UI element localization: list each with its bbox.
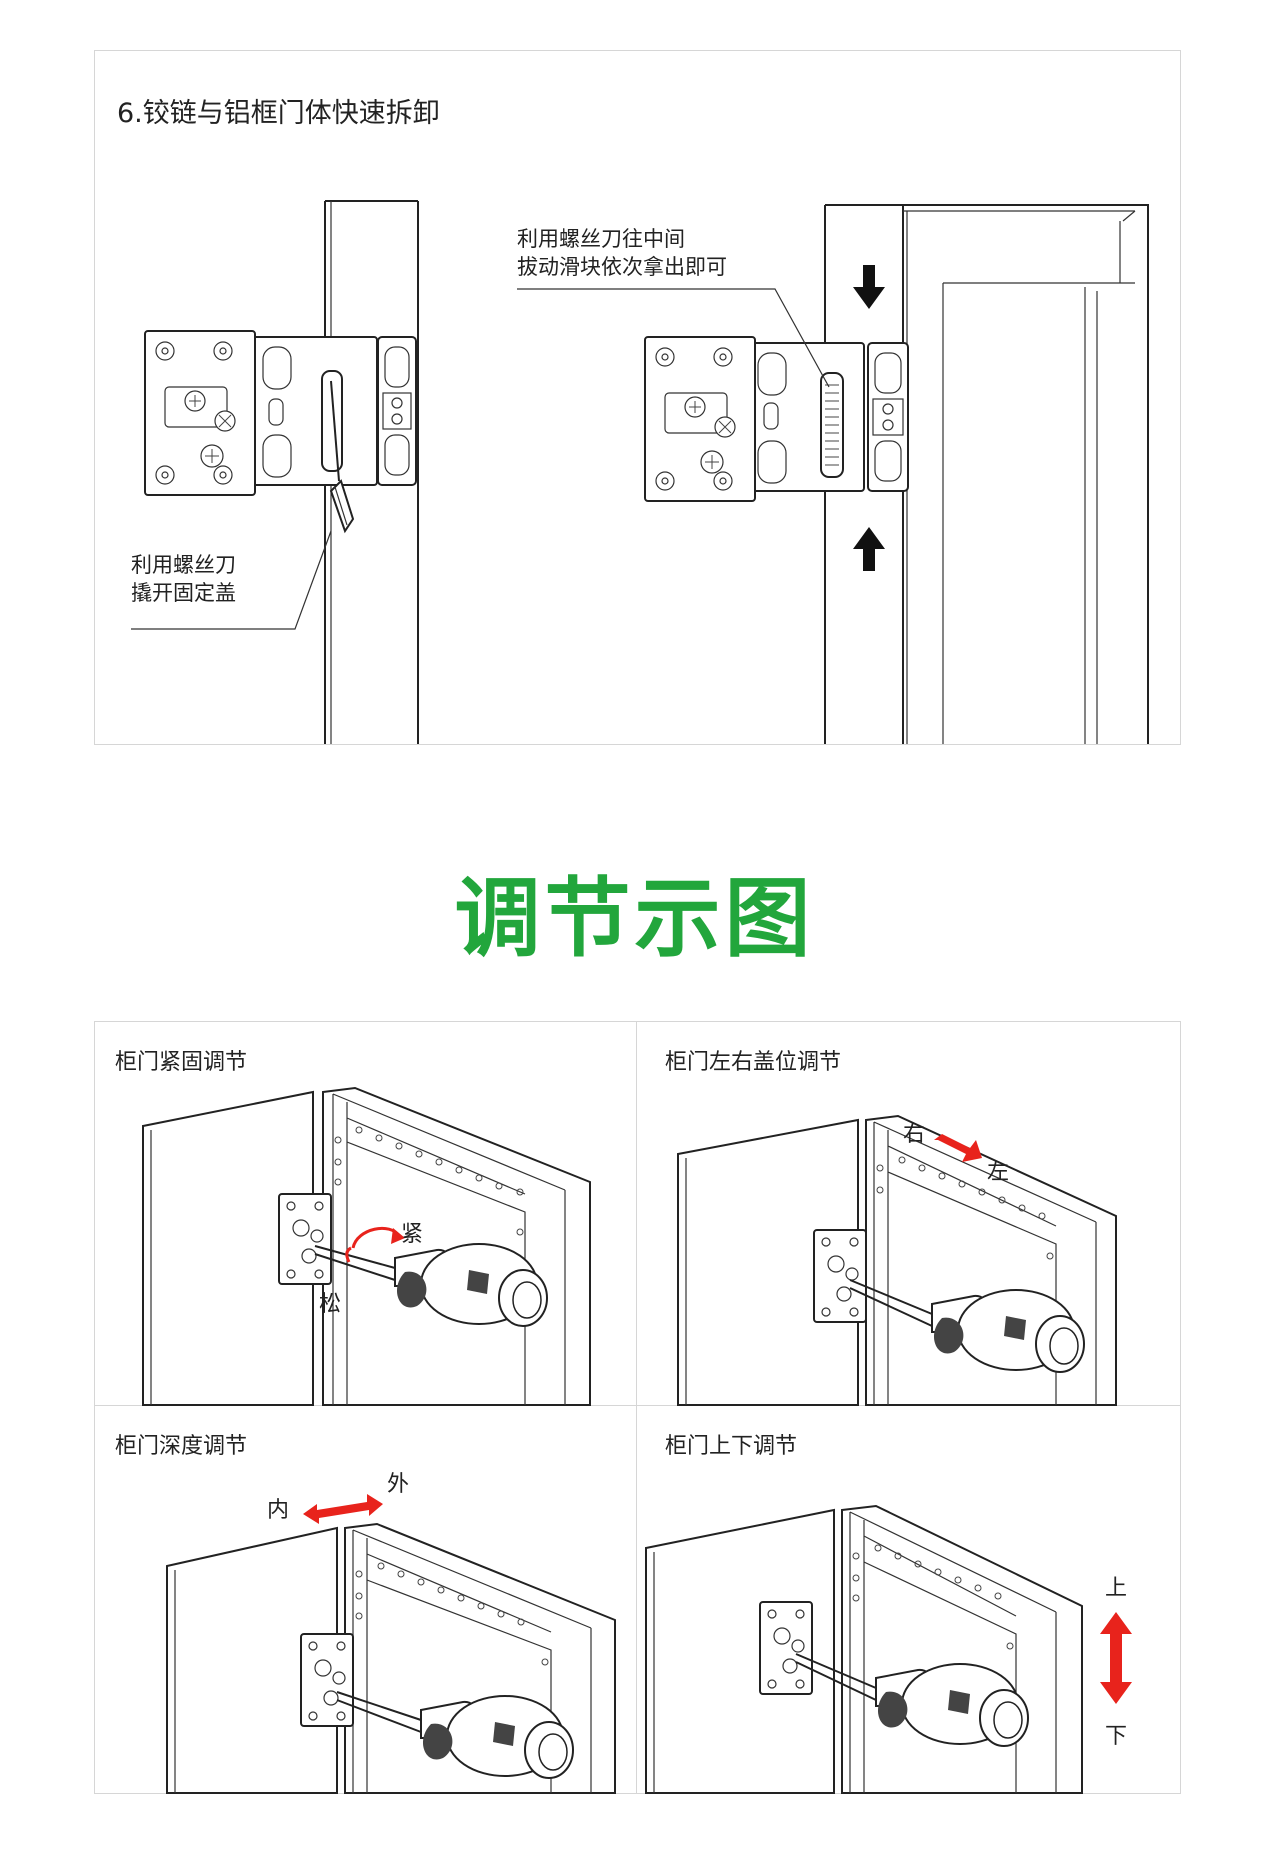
step-title: 6.铰链与铝框门体快速拆卸 <box>117 98 440 129</box>
label-up: 上 <box>1105 1576 1128 1601</box>
label-right: 右 <box>903 1122 926 1147</box>
label-inner: 内 <box>267 1498 290 1523</box>
quad-3-title: 柜门深度调节 <box>115 1434 248 1459</box>
left-callout-line-2: 撬开固定盖 <box>131 581 236 605</box>
left-callout-line-1: 利用螺丝刀 <box>131 553 236 577</box>
overlay-diagram <box>677 1114 1117 1406</box>
quad-1-title: 柜门紧固调节 <box>115 1050 248 1075</box>
height-diagram <box>645 1504 1132 1794</box>
label-down: 下 <box>1105 1724 1128 1749</box>
label-outer: 外 <box>387 1472 410 1497</box>
disassembly-panel: 6.铰链与铝框门体快速拆卸 <box>94 50 1181 745</box>
label-left: 左 <box>987 1160 1010 1185</box>
quad-2-title: 柜门左右盖位调节 <box>665 1050 842 1075</box>
section-title: 调节示图 <box>454 869 815 969</box>
right-callout-line-1: 利用螺丝刀往中间 <box>517 227 685 251</box>
adjustment-grid: 柜门紧固调节 紧 松 柜门左右盖位调节 <box>94 1021 1181 1794</box>
label-tight: 紧 <box>401 1222 424 1247</box>
depth-diagram <box>166 1494 616 1794</box>
hinge-cover-diagram <box>131 200 419 744</box>
slider-removal-diagram <box>517 204 1149 744</box>
right-callout-line-2: 拔动滑块依次拿出即可 <box>517 255 727 279</box>
quad-4-title: 柜门上下调节 <box>665 1434 798 1459</box>
label-loose: 松 <box>319 1292 342 1317</box>
tightness-diagram <box>142 1086 591 1406</box>
